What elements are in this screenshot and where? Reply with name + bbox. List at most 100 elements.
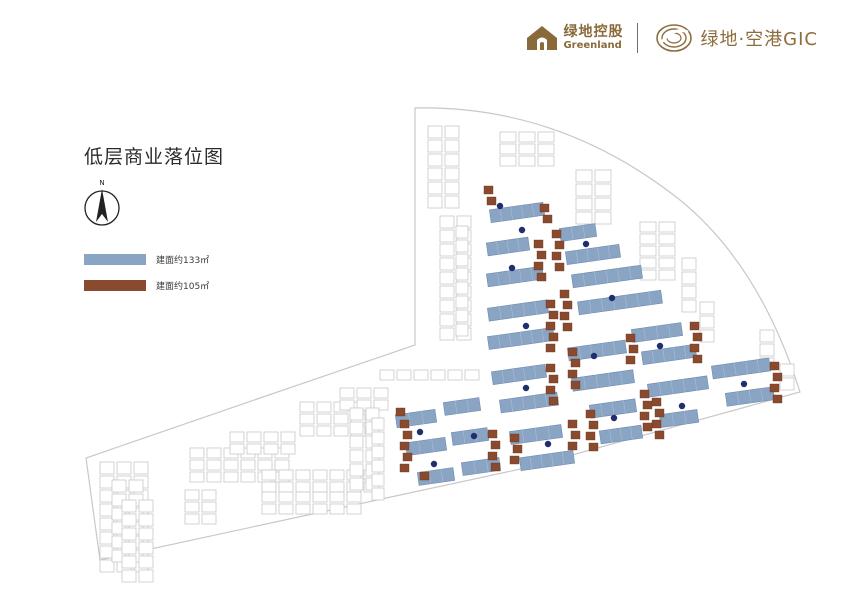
commercial-unit-105 <box>651 397 662 407</box>
commercial-unit-105 <box>545 321 556 331</box>
outline-house <box>658 269 676 281</box>
outline-house <box>594 169 612 183</box>
block-divider <box>624 295 628 309</box>
outline-house <box>681 271 697 285</box>
outline-house <box>229 431 245 443</box>
legend-label-133: 建面约133㎡ <box>156 255 210 266</box>
commercial-unit-105 <box>642 400 653 410</box>
commercial-unit-105 <box>490 462 501 472</box>
outline-house <box>779 377 795 391</box>
block-divider <box>529 456 533 470</box>
outline-house <box>299 425 315 437</box>
outline-house <box>371 487 385 501</box>
outline-house <box>189 471 205 483</box>
commercial-unit-105 <box>562 300 573 310</box>
commercial-unit-105 <box>487 429 498 439</box>
commercial-unit-105 <box>570 430 581 440</box>
block-divider <box>521 205 524 219</box>
block-divider <box>418 440 421 454</box>
outline-house <box>138 541 154 555</box>
outline-house <box>339 387 355 399</box>
outline-house <box>316 413 332 425</box>
outline-house <box>128 479 144 493</box>
outline-house <box>312 491 328 503</box>
unit-marker <box>508 264 516 272</box>
outline-house <box>121 569 137 583</box>
outline-house <box>121 527 137 541</box>
unit-marker <box>518 226 526 234</box>
outline-house <box>184 501 200 513</box>
commercial-unit-105 <box>559 311 570 321</box>
commercial-unit-105 <box>399 419 410 429</box>
commercial-unit-105 <box>548 310 559 320</box>
outline-house <box>349 477 364 491</box>
legend-swatch-brown <box>84 279 146 291</box>
outline-house <box>295 481 311 493</box>
outline-house <box>455 253 469 267</box>
outline-house <box>371 445 385 459</box>
unit-marker <box>416 428 424 436</box>
block-divider <box>651 350 655 364</box>
outline-house <box>575 169 593 183</box>
outline-house <box>138 527 154 541</box>
outline-house <box>594 211 612 225</box>
outline-house <box>138 499 154 513</box>
outline-house <box>639 245 657 257</box>
outline-house <box>329 491 345 503</box>
block-divider <box>583 376 586 390</box>
block-divider <box>595 374 599 388</box>
outline-house <box>379 369 395 381</box>
unit-marker <box>470 432 478 440</box>
commercial-block-133 <box>711 357 771 380</box>
commercial-unit-105 <box>539 203 550 213</box>
outline-house <box>699 301 715 315</box>
outline-house <box>346 503 362 515</box>
outline-house <box>349 407 364 421</box>
block-divider <box>605 270 609 283</box>
block-divider <box>498 306 502 320</box>
outline-house <box>427 125 443 139</box>
outline-house <box>333 413 349 425</box>
commercial-unit-105 <box>545 299 556 309</box>
commercial-unit-105 <box>551 251 562 261</box>
outline-house <box>184 513 200 525</box>
block-divider <box>648 291 651 305</box>
commercial-unit-105 <box>628 344 639 354</box>
outline-house <box>455 267 469 281</box>
outline-house <box>299 413 315 425</box>
block-divider <box>533 365 537 379</box>
block-divider <box>628 266 632 280</box>
commercial-unit-105 <box>419 471 430 481</box>
outline-house <box>447 369 463 381</box>
outline-house <box>427 153 443 167</box>
block-divider <box>540 454 543 468</box>
block-divider <box>523 367 526 381</box>
outline-house <box>223 471 239 483</box>
block-divider <box>655 326 659 339</box>
outline-house <box>427 167 443 181</box>
block-divider <box>597 247 600 261</box>
outline-house <box>371 473 385 487</box>
outline-house <box>206 471 222 483</box>
commercial-unit-105 <box>548 374 559 384</box>
outline-house <box>280 431 296 443</box>
commercial-unit-105 <box>533 261 544 271</box>
commercial-unit-105 <box>533 239 544 249</box>
block-divider <box>575 250 579 264</box>
block-divider <box>521 429 525 443</box>
block-divider <box>454 400 458 414</box>
outline-house <box>594 183 612 197</box>
outline-house <box>278 491 294 503</box>
block-divider <box>600 298 604 312</box>
outline-house <box>312 469 328 481</box>
block-divider <box>497 272 500 286</box>
brand2-cn: 绿地·空港GIC <box>700 29 818 50</box>
outline-house <box>356 399 372 411</box>
outline-house <box>681 299 697 313</box>
commercial-unit-105 <box>585 431 596 441</box>
outline-house <box>261 481 277 493</box>
outline-house <box>759 343 775 357</box>
unit-marker <box>522 384 530 392</box>
outline-house <box>427 139 443 153</box>
outline-house <box>455 295 469 309</box>
